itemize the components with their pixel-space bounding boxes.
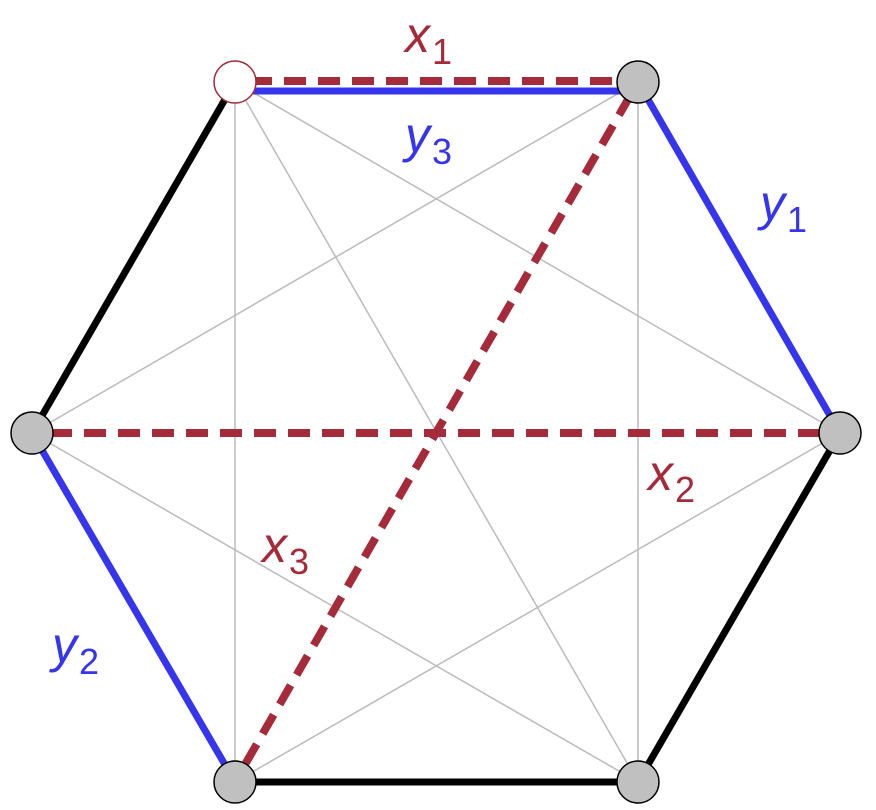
nodes [10, 60, 862, 804]
edge-gray [234, 432, 841, 783]
label-x2: x2 [646, 445, 695, 510]
black-edges [28, 80, 844, 786]
label-x1: x1 [403, 7, 452, 72]
edge-y1 [634, 80, 844, 435]
label-y2: y2 [49, 617, 99, 682]
node-top-right [616, 60, 660, 104]
edge-x3 [239, 94, 634, 770]
edge-black [634, 431, 844, 784]
node-left [10, 411, 54, 455]
edge-y2 [28, 431, 239, 784]
node-right [818, 411, 862, 455]
edge-gray [31, 81, 639, 434]
red-dashed-edges [50, 77, 822, 770]
label-x3: x3 [260, 517, 309, 582]
node-bottom-right [616, 760, 660, 804]
label-y3: y3 [402, 107, 452, 172]
label-y1: y1 [757, 175, 807, 240]
node-top-left [213, 60, 257, 104]
blue-edges [28, 80, 844, 784]
edge-black [28, 80, 239, 435]
node-bottom-left [213, 760, 257, 804]
